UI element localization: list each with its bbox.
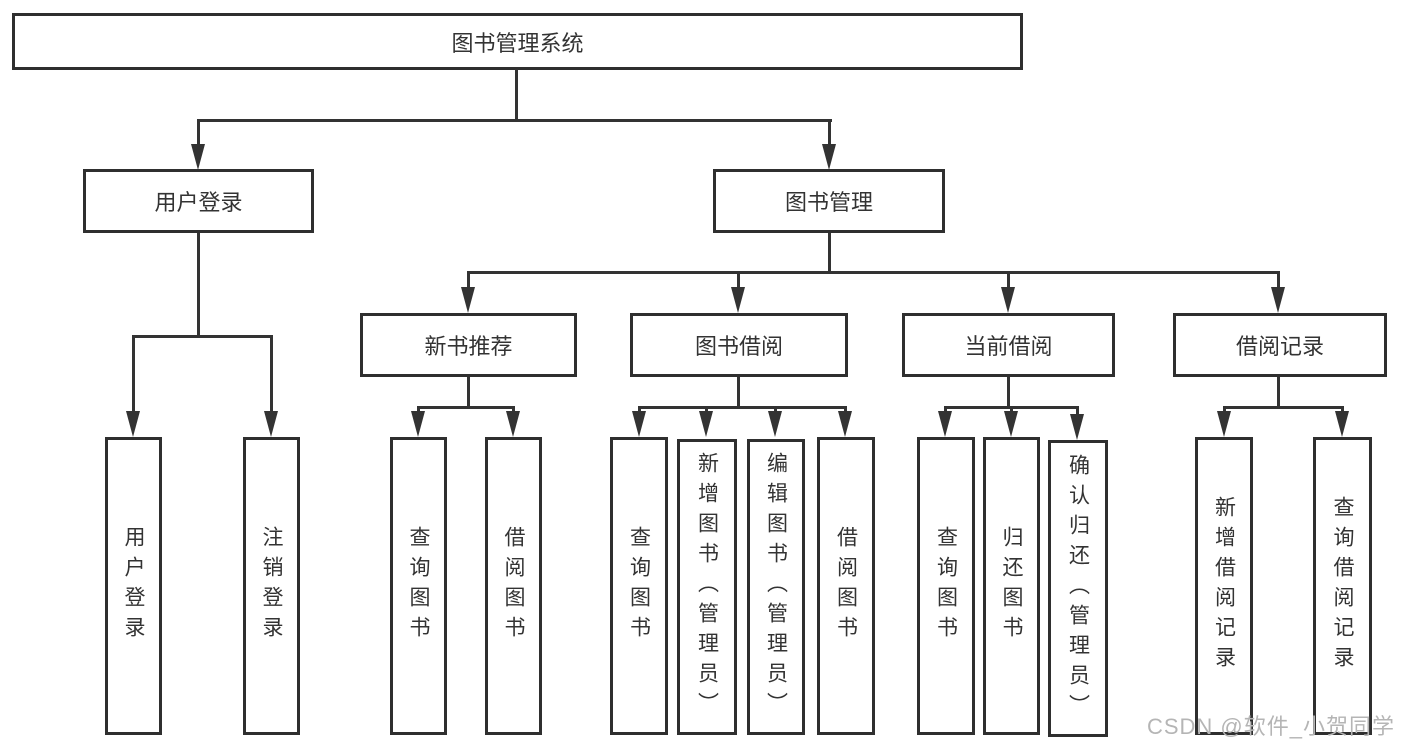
leaf-records-add-record: 新增借阅记录 (1195, 437, 1253, 735)
node-root: 图书管理系统 (12, 13, 1023, 70)
arrowhead-down-icon (1070, 414, 1084, 440)
connector-line (1277, 377, 1280, 409)
leaf-current-query-books-label: 查询图书 (934, 526, 958, 646)
leaf-borrowing-edit-books-admin: 编辑图书（管理员） (747, 439, 805, 735)
leaf-current-return-books-label: 归还图书 (1000, 526, 1023, 646)
leaf-borrowing-add-books-admin: 新增图书（管理员） (677, 439, 737, 735)
arrowhead-down-icon (1335, 411, 1349, 437)
connector-line (270, 337, 273, 416)
connector-line (1007, 377, 1010, 409)
connector-line (828, 233, 831, 274)
leaf-records-add-record-label: 新增借阅记录 (1212, 496, 1236, 676)
connector-line (197, 119, 832, 122)
connector-line (417, 406, 515, 409)
leaf-borrowing-edit-books-admin-label: 编辑图书（管理员） (764, 452, 788, 722)
connector-line (197, 121, 200, 150)
arrowhead-down-icon (838, 411, 852, 437)
leaf-current-confirm-return-admin: 确认归还（管理员） (1048, 440, 1108, 737)
connector-line (1223, 406, 1344, 409)
arrowhead-down-icon (1217, 411, 1231, 437)
node-user-login-label: 用户登录 (154, 190, 243, 215)
leaf-borrowing-query-books-label: 查询图书 (627, 526, 651, 646)
connector-line (132, 335, 273, 338)
connector-line (1076, 408, 1079, 418)
connector-line (467, 271, 1280, 274)
leaf-recommend-borrow-books: 借阅图书 (485, 437, 542, 735)
connector-line (737, 377, 740, 409)
arrowhead-down-icon (938, 411, 952, 437)
arrowhead-down-icon (768, 411, 782, 437)
leaf-user-login: 用户登录 (105, 437, 162, 735)
connector-line (737, 273, 740, 292)
leaf-current-return-books: 归还图书 (983, 437, 1040, 735)
arrowhead-down-icon (506, 411, 520, 437)
leaf-logout: 注销登录 (243, 437, 300, 735)
node-borrowing-records: 借阅记录 (1173, 313, 1387, 377)
connector-line (638, 406, 847, 409)
arrowhead-down-icon (461, 287, 475, 313)
node-book-management-label: 图书管理 (784, 190, 873, 215)
leaf-borrowing-borrow-books: 借阅图书 (817, 437, 875, 735)
leaf-user-login-label: 用户登录 (122, 526, 145, 646)
connector-line (1277, 273, 1280, 292)
node-borrowing-records-label: 借阅记录 (1235, 334, 1324, 359)
leaf-current-confirm-return-admin-label: 确认归还（管理员） (1066, 453, 1090, 724)
arrowhead-down-icon (411, 411, 425, 437)
node-user-login: 用户登录 (83, 169, 314, 233)
connector-line (132, 337, 135, 416)
leaf-records-query-record: 查询借阅记录 (1313, 437, 1372, 735)
node-book-management: 图书管理 (713, 169, 945, 233)
node-book-borrowing: 图书借阅 (630, 313, 848, 377)
arrowhead-down-icon (699, 411, 713, 437)
connector-line (515, 69, 518, 120)
connector-line (467, 377, 470, 409)
node-current-borrowing: 当前借阅 (902, 313, 1115, 377)
leaf-recommend-borrow-books-label: 借阅图书 (502, 526, 525, 646)
node-book-borrowing-label: 图书借阅 (694, 334, 783, 359)
leaf-recommend-query-books: 查询图书 (390, 437, 447, 735)
arrowhead-down-icon (632, 411, 646, 437)
leaf-recommend-query-books-label: 查询图书 (407, 526, 430, 646)
node-new-book-recommend: 新书推荐 (360, 313, 577, 377)
arrowhead-down-icon (126, 411, 140, 437)
csdn-watermark: CSDN @软件_小贺同学 (1146, 714, 1395, 739)
leaf-borrowing-query-books: 查询图书 (610, 437, 668, 735)
arrowhead-down-icon (191, 144, 205, 170)
node-new-book-recommend-label: 新书推荐 (424, 334, 513, 359)
connector-line (197, 233, 200, 335)
arrowhead-down-icon (264, 411, 278, 437)
arrowhead-down-icon (1271, 287, 1285, 313)
connector-line (828, 121, 831, 150)
leaf-records-query-record-label: 查询借阅记录 (1331, 496, 1354, 676)
node-current-borrowing-label: 当前借阅 (964, 334, 1053, 359)
connector-line (944, 406, 1079, 409)
node-root-label: 图书管理系统 (451, 30, 584, 56)
leaf-current-query-books: 查询图书 (917, 437, 975, 735)
arrowhead-down-icon (731, 287, 745, 313)
arrowhead-down-icon (1004, 411, 1018, 437)
leaf-logout-label: 注销登录 (260, 526, 283, 646)
connector-line (1007, 273, 1010, 292)
arrowhead-down-icon (822, 144, 836, 170)
leaf-borrowing-borrow-books-label: 借阅图书 (834, 526, 858, 646)
leaf-borrowing-add-books-admin-label: 新增图书（管理员） (695, 452, 719, 722)
arrowhead-down-icon (1001, 287, 1015, 313)
connector-line (467, 273, 470, 292)
